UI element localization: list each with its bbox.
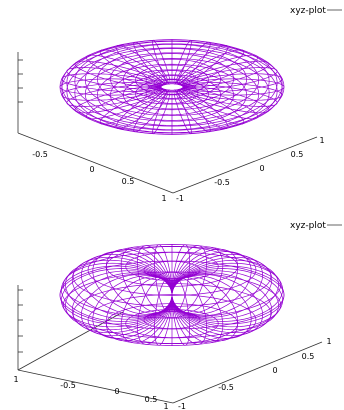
y-tick-label-1-1: -0.5 xyxy=(214,178,230,187)
plot-panel-2: xyz-plot 1 -0.5 0 0.5 1 -1 -0.5 0 0.5 xyxy=(13,221,342,410)
legend-label-1: xyz-plot xyxy=(290,6,326,16)
y-tick-label-1-3: 0.5 xyxy=(291,150,304,159)
surface-line xyxy=(182,73,283,92)
surface-line xyxy=(152,89,171,135)
surface-line xyxy=(133,89,169,133)
surface-line xyxy=(173,89,192,135)
surface-line xyxy=(177,45,229,86)
back-axis-2 xyxy=(17,311,124,371)
surface-line xyxy=(115,88,167,129)
x-tick-label-1-3: 1 xyxy=(161,194,166,203)
x-tick-label-1-1: 0 xyxy=(89,165,94,174)
surface-line xyxy=(66,84,162,107)
surface-line xyxy=(178,49,245,86)
surface-1 xyxy=(59,39,285,135)
z-ticks-2 xyxy=(18,289,23,353)
surface-line xyxy=(171,262,283,322)
x-ticks-2: 1 -0.5 0 0.5 1 xyxy=(13,375,168,410)
surface-line xyxy=(173,39,192,85)
y-ticks-2: -1 -0.5 0 0.5 1 xyxy=(178,337,332,410)
axes-box-1 xyxy=(17,52,318,194)
x-tick-label-2-1: -0.5 xyxy=(60,381,76,390)
y-tick-label-2-2: 0 xyxy=(272,366,277,375)
surface-line xyxy=(85,54,164,87)
surface-line xyxy=(152,39,171,85)
surface-line xyxy=(99,88,166,125)
y-tick-label-2-1: -0.5 xyxy=(218,383,234,392)
x-tick-label-2-3: 0.5 xyxy=(145,395,158,404)
x-tick-label-2-2: 0 xyxy=(114,387,119,396)
y-tick-label-1-2: 0 xyxy=(259,164,264,173)
x-tick-label-2-0: 1 xyxy=(13,375,18,384)
y-tick-label-1-0: -1 xyxy=(176,194,184,203)
surface-line xyxy=(175,41,211,85)
y-tick-label-1-4: 1 xyxy=(319,136,324,145)
axis-front-right-2 xyxy=(172,341,323,404)
surface-line xyxy=(74,86,163,114)
surface-line xyxy=(180,54,259,87)
y-tick-label-2-0: -1 xyxy=(178,402,186,410)
axis-front-right-1 xyxy=(172,136,318,194)
surface-line xyxy=(85,87,164,120)
x-tick-label-1-2: 0.5 xyxy=(122,177,135,186)
surface-line xyxy=(182,67,278,90)
legend-label-2: xyz-plot xyxy=(290,221,326,231)
axis-front-left-2 xyxy=(17,369,174,404)
y-tick-label-2-4: 1 xyxy=(326,337,331,346)
surface-line xyxy=(115,45,167,86)
axes-box-2 xyxy=(17,285,323,404)
surface-line xyxy=(180,87,259,120)
surface-2 xyxy=(59,244,285,346)
y-ticks-1: -1 -0.5 0 0.5 1 xyxy=(176,136,325,203)
surface-line xyxy=(61,82,162,101)
x-ticks-1: -0.5 0 0.5 1 xyxy=(32,150,166,203)
surface-line xyxy=(177,88,229,129)
z-ticks-1 xyxy=(18,59,23,103)
y-tick-label-2-3: 0.5 xyxy=(302,352,315,361)
x-tick-label-1-0: -0.5 xyxy=(32,150,48,159)
x-tick-label-2-4: 1 xyxy=(163,402,168,410)
axis-front-left-1 xyxy=(17,132,174,194)
plot-panel-1: xyz-plot -0.5 0 0.5 1 -1 -0.5 0 0.5 1 xyxy=(17,6,342,203)
surface-line xyxy=(181,60,270,88)
